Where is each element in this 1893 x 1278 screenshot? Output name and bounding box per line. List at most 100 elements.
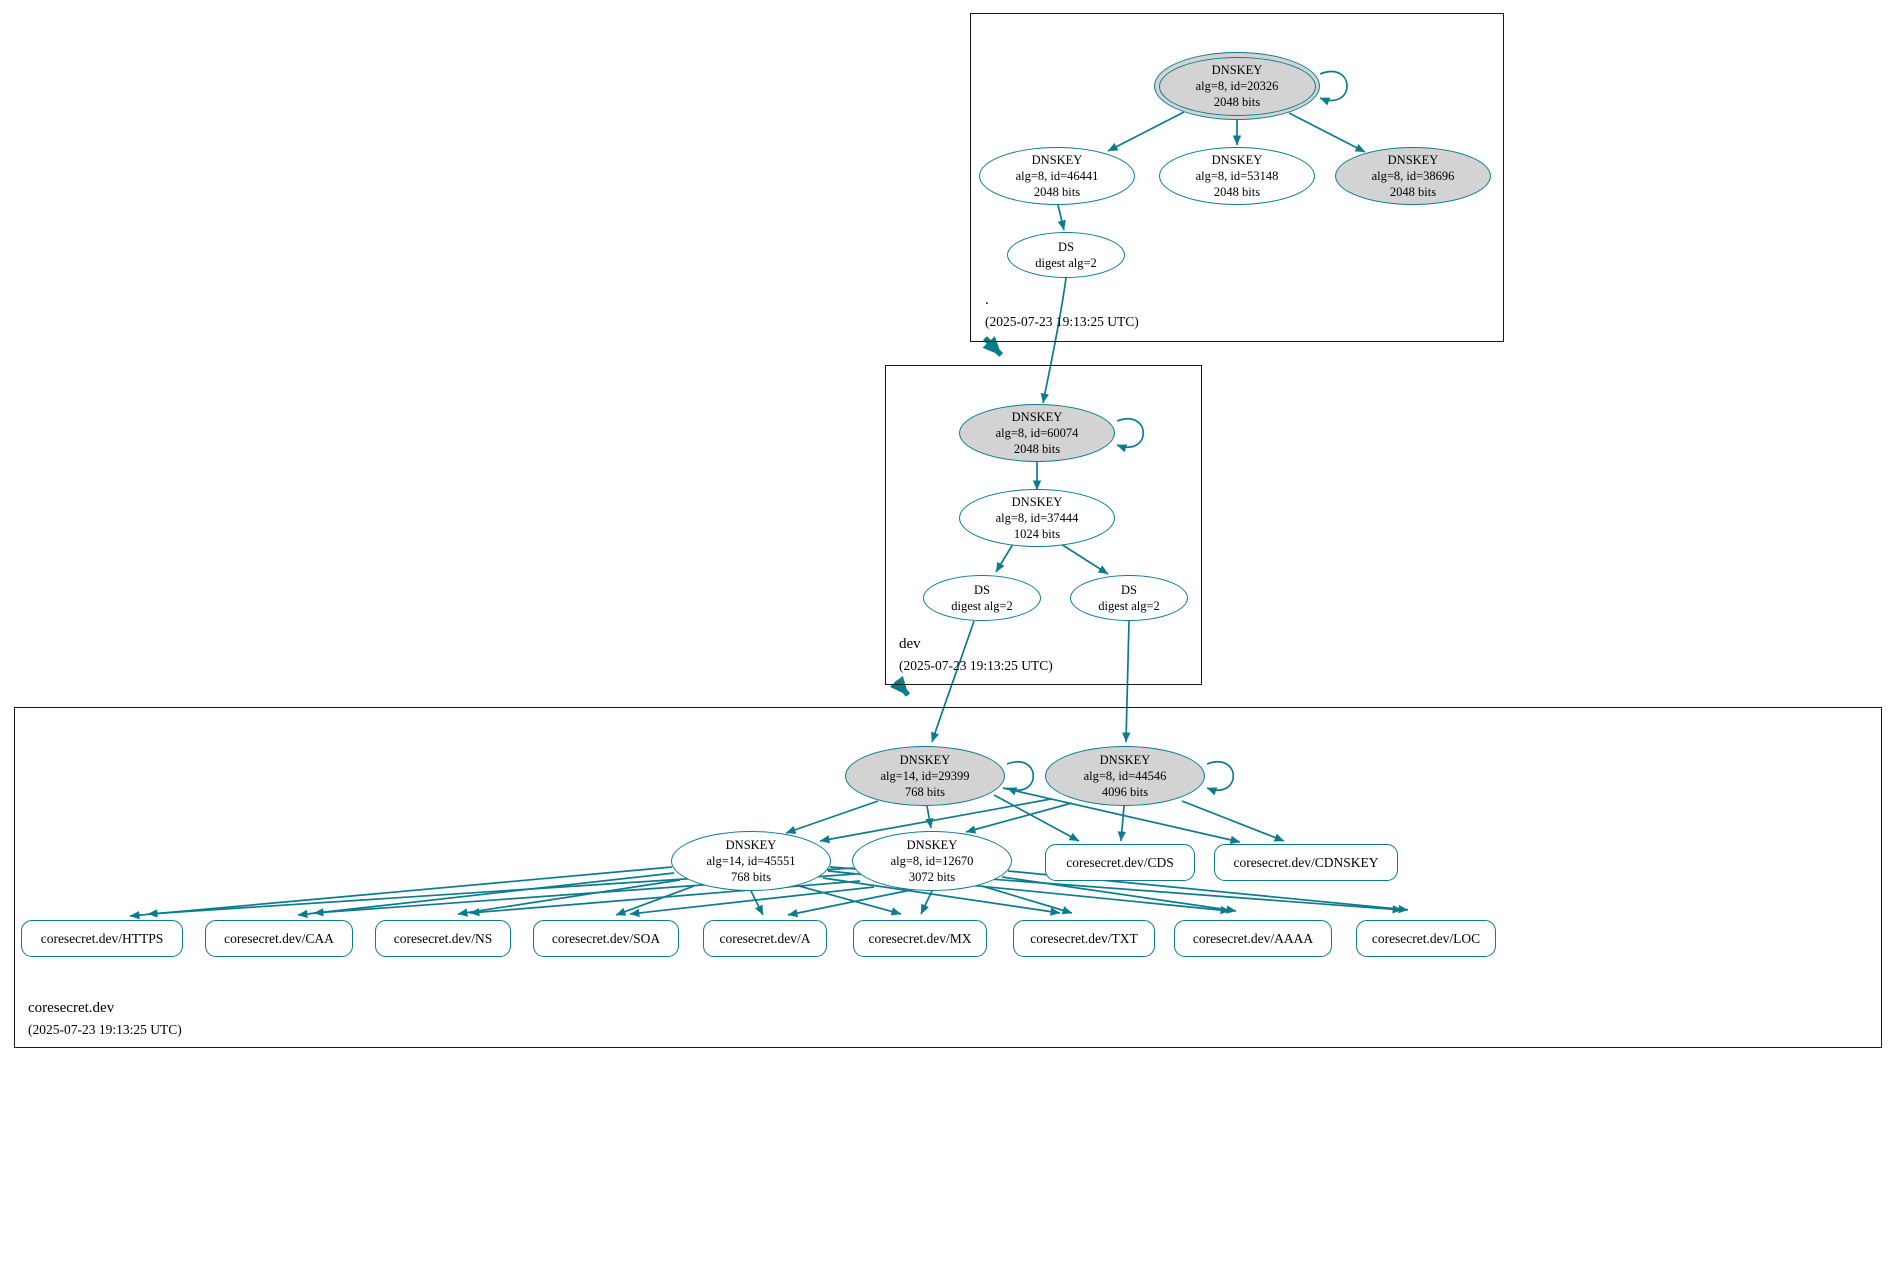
dnskey-bits: 2048 bits [1033,185,1081,200]
rrset-label: coresecret.dev/NS [393,930,493,946]
rrset-label: coresecret.dev/A [719,930,811,946]
rrset-label: coresecret.dev/CDNSKEY [1233,854,1379,870]
rrset-node-caa[interactable]: coresecret.dev/CAA [205,920,353,957]
signature-edge [469,880,861,917]
ds-type: DS [1121,582,1137,597]
ds-to-dnskey-edge [1122,620,1131,743]
dnskey-type: DNSKEY [906,837,958,852]
dnskey-node-coresecret-zsk-45551[interactable]: DNSKEY alg=14, id=45551 768 bits [671,831,831,891]
dnskey-alg-id: alg=8, id=46441 [1015,168,1099,183]
zone-box-dev [885,365,1202,685]
dnskey-bits: 4096 bits [1101,785,1149,800]
rrset-label: coresecret.dev/LOC [1371,930,1481,946]
rrset-node-a[interactable]: coresecret.dev/A [703,920,827,957]
signature-edge [1181,800,1285,842]
dnskey-alg-id: alg=14, id=29399 [880,768,970,783]
dnskey-node-root-zsk-53148[interactable]: DNSKEY alg=8, id=53148 2048 bits [1159,147,1315,205]
dnskey-type: DNSKEY [1211,62,1263,77]
ds-to-dnskey-edge [931,620,975,743]
zone-label-root: . [985,292,989,308]
zone-timestamp-root: (2025-07-23 19:13:25 UTC) [985,314,1139,329]
ds-node-root[interactable]: DS digest alg=2 [1007,232,1125,278]
dnskey-node-root-zsk-46441[interactable]: DNSKEY alg=8, id=46441 2048 bits [979,147,1135,205]
signature-edge [297,872,675,919]
signature-edge [1057,204,1066,231]
dnskey-node-coresecret-ksk-29399[interactable]: DNSKEY alg=14, id=29399 768 bits [845,746,1005,806]
dnskey-bits: 2048 bits [1213,95,1261,110]
zone-label-coresecret: coresecret.dev [28,1000,115,1016]
root-zone-edges [982,70,1366,404]
signature-edge [1107,111,1185,152]
coresecret-zone-edges [129,761,1409,920]
rrset-node-aaaa[interactable]: coresecret.dev/AAAA [1174,920,1332,957]
dnskey-alg-id: alg=8, id=44546 [1083,768,1167,783]
dnskey-alg-id: alg=8, id=53148 [1195,168,1279,183]
rrset-label: coresecret.dev/TXT [1030,930,1138,946]
signature-edge [1060,543,1109,575]
dnskey-bits: 1024 bits [1013,527,1061,542]
signature-edge [750,890,764,916]
zone-box-coresecret [14,707,1882,1048]
rrset-node-cdnskey[interactable]: coresecret.dev/CDNSKEY [1214,844,1398,881]
zone-timestamp-coresecret: (2025-07-23 19:13:25 UTC) [28,1022,182,1037]
signature-edge [925,805,934,829]
rrset-node-ns[interactable]: coresecret.dev/NS [375,920,511,957]
rrset-node-cds[interactable]: coresecret.dev/CDS [1045,844,1195,881]
self-sign-edge [1206,761,1235,796]
ds-to-dnskey-edge [1040,277,1067,404]
dnskey-node-dev-ksk-60074[interactable]: DNSKEY alg=8, id=60074 2048 bits [959,404,1115,462]
signature-edge [798,885,902,916]
dnskey-type: DNSKEY [899,752,951,767]
self-sign-edge [1006,761,1035,796]
dnskey-bits: 768 bits [905,785,945,800]
dnskey-node-coresecret-zsk-12670[interactable]: DNSKEY alg=8, id=12670 3072 bits [852,831,1012,891]
dnskey-type: DNSKEY [725,837,777,852]
dev-zone-edges [889,418,1145,743]
dnskey-node-coresecret-ksk-44546[interactable]: DNSKEY alg=8, id=44546 4096 bits [1045,746,1205,806]
signature-edge [1288,112,1366,153]
zone-label-dev: dev [899,636,921,652]
signature-edge [787,889,912,918]
signature-edge [629,886,875,918]
dnskey-node-root-ksk-38696[interactable]: DNSKEY alg=8, id=38696 2048 bits [1335,147,1491,205]
ds-node-dev-left[interactable]: DS digest alg=2 [923,575,1041,621]
dnskey-alg-id: alg=8, id=60074 [995,425,1079,440]
signature-edge [129,866,673,920]
signature-edge [819,798,1052,844]
zone-box-root [970,13,1504,342]
signature-edge [615,885,695,916]
signature-edge [1117,805,1126,842]
rrset-node-https[interactable]: coresecret.dev/HTTPS [21,920,183,957]
dnskey-bits: 2048 bits [1213,185,1261,200]
signature-edge [457,879,681,917]
signature-edge [822,877,1061,916]
dnskey-type: DNSKEY [1031,152,1083,167]
dnskey-bits: 3072 bits [908,870,956,885]
dnskey-type: DNSKEY [1011,494,1063,509]
dnskey-alg-id: alg=14, id=45551 [706,853,796,868]
dnskey-type: DNSKEY [1211,152,1263,167]
zone-timestamp-dev: (2025-07-23 19:13:25 UTC) [899,658,1053,673]
ds-type: DS [974,582,990,597]
ds-node-dev-right[interactable]: DS digest alg=2 [1070,575,1188,621]
dnskey-alg-id: alg=8, id=37444 [995,510,1079,525]
rrset-node-txt[interactable]: coresecret.dev/TXT [1013,920,1155,957]
dnskey-bits: 2048 bits [1013,442,1061,457]
dnskey-node-dev-zsk-37444[interactable]: DNSKEY alg=8, id=37444 1024 bits [959,489,1115,547]
rrset-node-mx[interactable]: coresecret.dev/MX [853,920,987,957]
signature-edge [965,802,1073,834]
rrset-label: coresecret.dev/SOA [551,930,661,946]
delegation-edge [982,336,1004,357]
signature-edge [993,794,1080,842]
dnskey-bits: 2048 bits [1389,185,1437,200]
rrset-node-loc[interactable]: coresecret.dev/LOC [1356,920,1496,957]
rrset-node-soa[interactable]: coresecret.dev/SOA [533,920,679,957]
self-sign-edge [1116,418,1145,453]
delegation-edge [889,675,911,697]
signature-edge [995,543,1014,573]
rrset-label: coresecret.dev/AAAA [1192,930,1314,946]
dnskey-node-root-ksk-20326[interactable]: DNSKEY alg=8, id=20326 2048 bits [1154,52,1320,120]
dnskey-bits: 768 bits [731,870,771,885]
